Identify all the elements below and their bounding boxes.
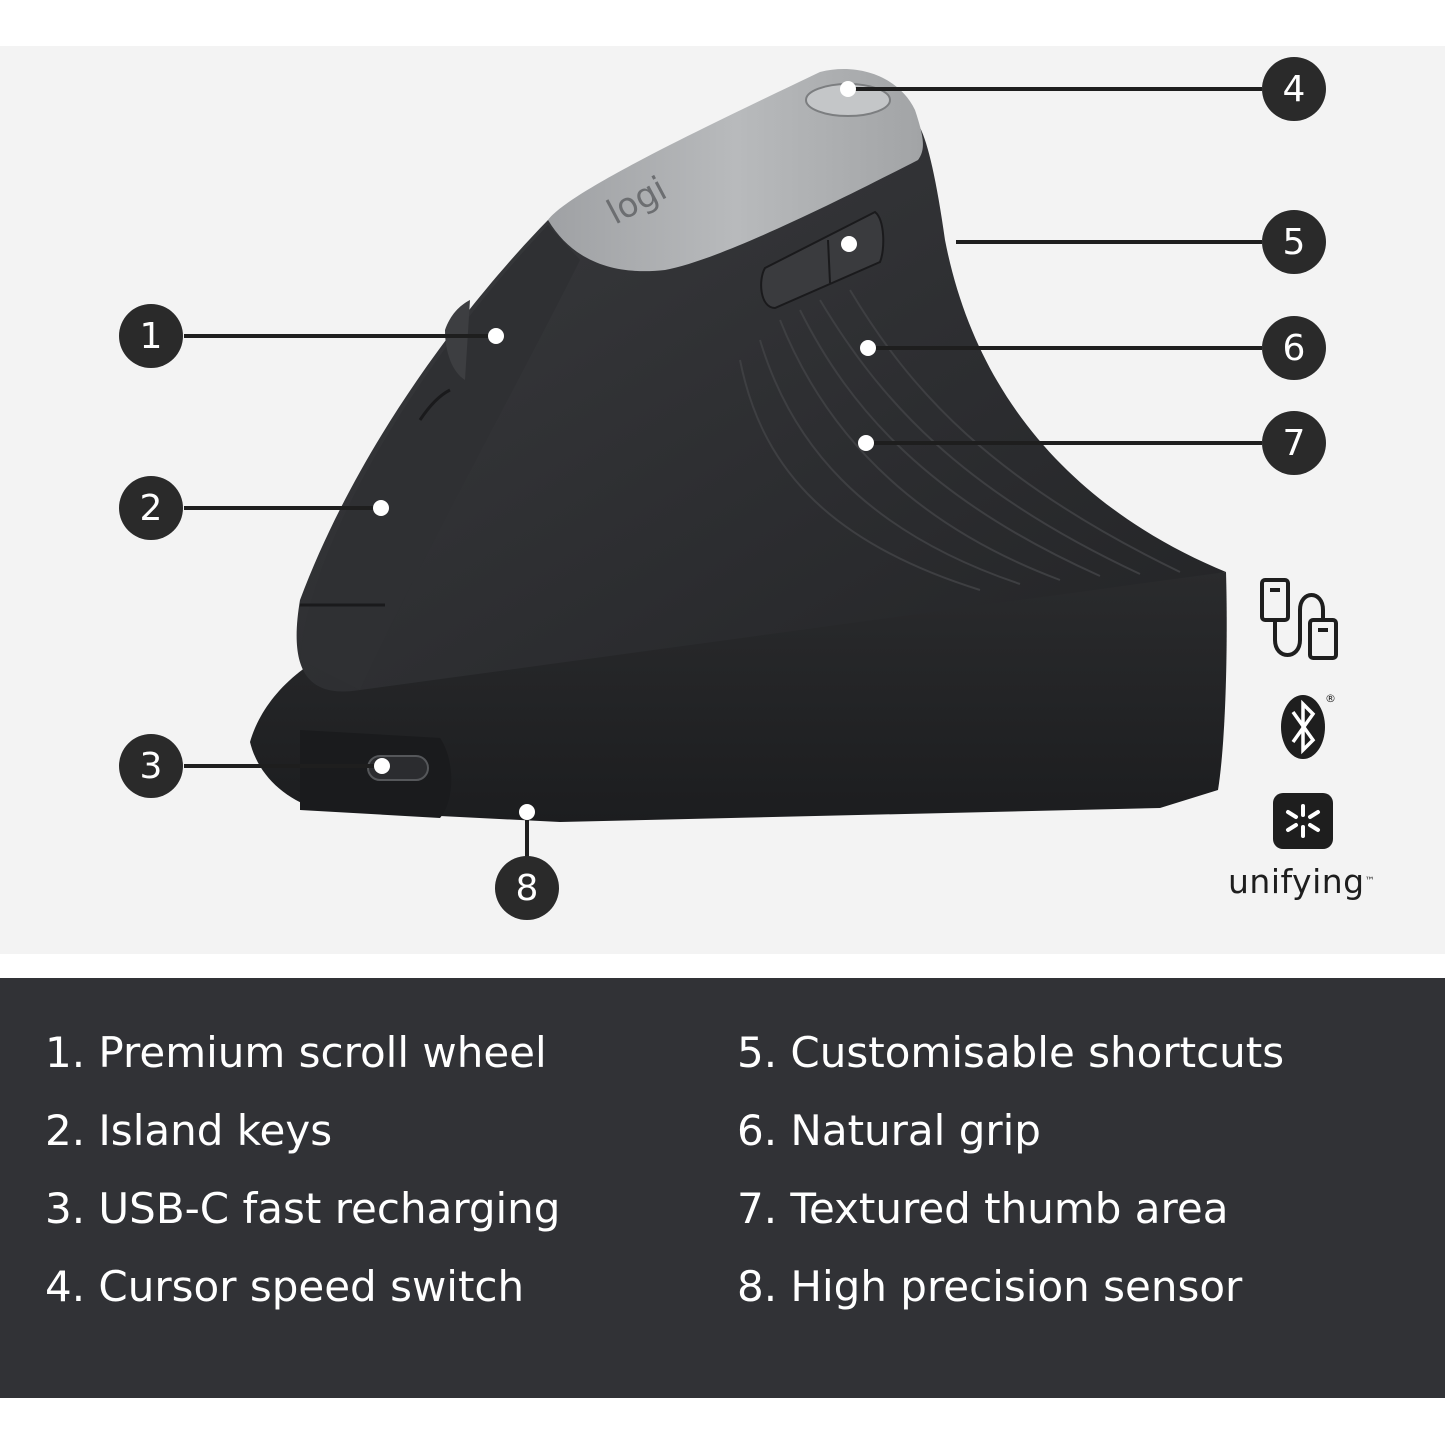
left-buttons — [300, 225, 580, 690]
trademark-mark: ™ — [1364, 876, 1376, 887]
legend-item-7: 7. Textured thumb area — [737, 1184, 1229, 1233]
legend-item-4: 4. Cursor speed switch — [45, 1262, 525, 1311]
product-photo: logi — [0, 46, 1445, 954]
unifying-icon — [1273, 793, 1333, 849]
shortcut-buttons — [760, 210, 885, 310]
legend-item-5: 5. Customisable shortcuts — [737, 1028, 1285, 1077]
legend-item-8: 8. High precision sensor — [737, 1262, 1243, 1311]
feature-legend: 1. Premium scroll wheel 2. Island keys 3… — [0, 978, 1445, 1398]
unifying-text: unifying — [1228, 862, 1365, 901]
callout-3: 3 — [119, 734, 183, 798]
unifying-label: unifying™ — [1228, 862, 1375, 901]
svg-text:®: ® — [1325, 692, 1336, 705]
callout-4: 4 — [1262, 57, 1326, 121]
callout-5: 5 — [1262, 210, 1326, 274]
callout-8: 8 — [495, 856, 559, 920]
callout-6: 6 — [1262, 316, 1326, 380]
scroll-wheel — [445, 300, 470, 380]
callout-2: 2 — [119, 476, 183, 540]
legend-item-6: 6. Natural grip — [737, 1106, 1041, 1155]
top-panel — [548, 69, 923, 272]
legend-item-3: 3. USB-C fast recharging — [45, 1184, 561, 1233]
callout-7: 7 — [1262, 411, 1326, 475]
bluetooth-icon: ® — [1281, 692, 1336, 759]
leader-dots — [373, 81, 876, 820]
mouse-illustration: logi — [184, 69, 1338, 858]
legend-item-1: 1. Premium scroll wheel — [45, 1028, 547, 1077]
callout-1: 1 — [119, 304, 183, 368]
usb-cable-icon — [1260, 578, 1338, 660]
leader-lines — [184, 87, 1262, 858]
legend-item-2: 2. Island keys — [45, 1106, 333, 1155]
